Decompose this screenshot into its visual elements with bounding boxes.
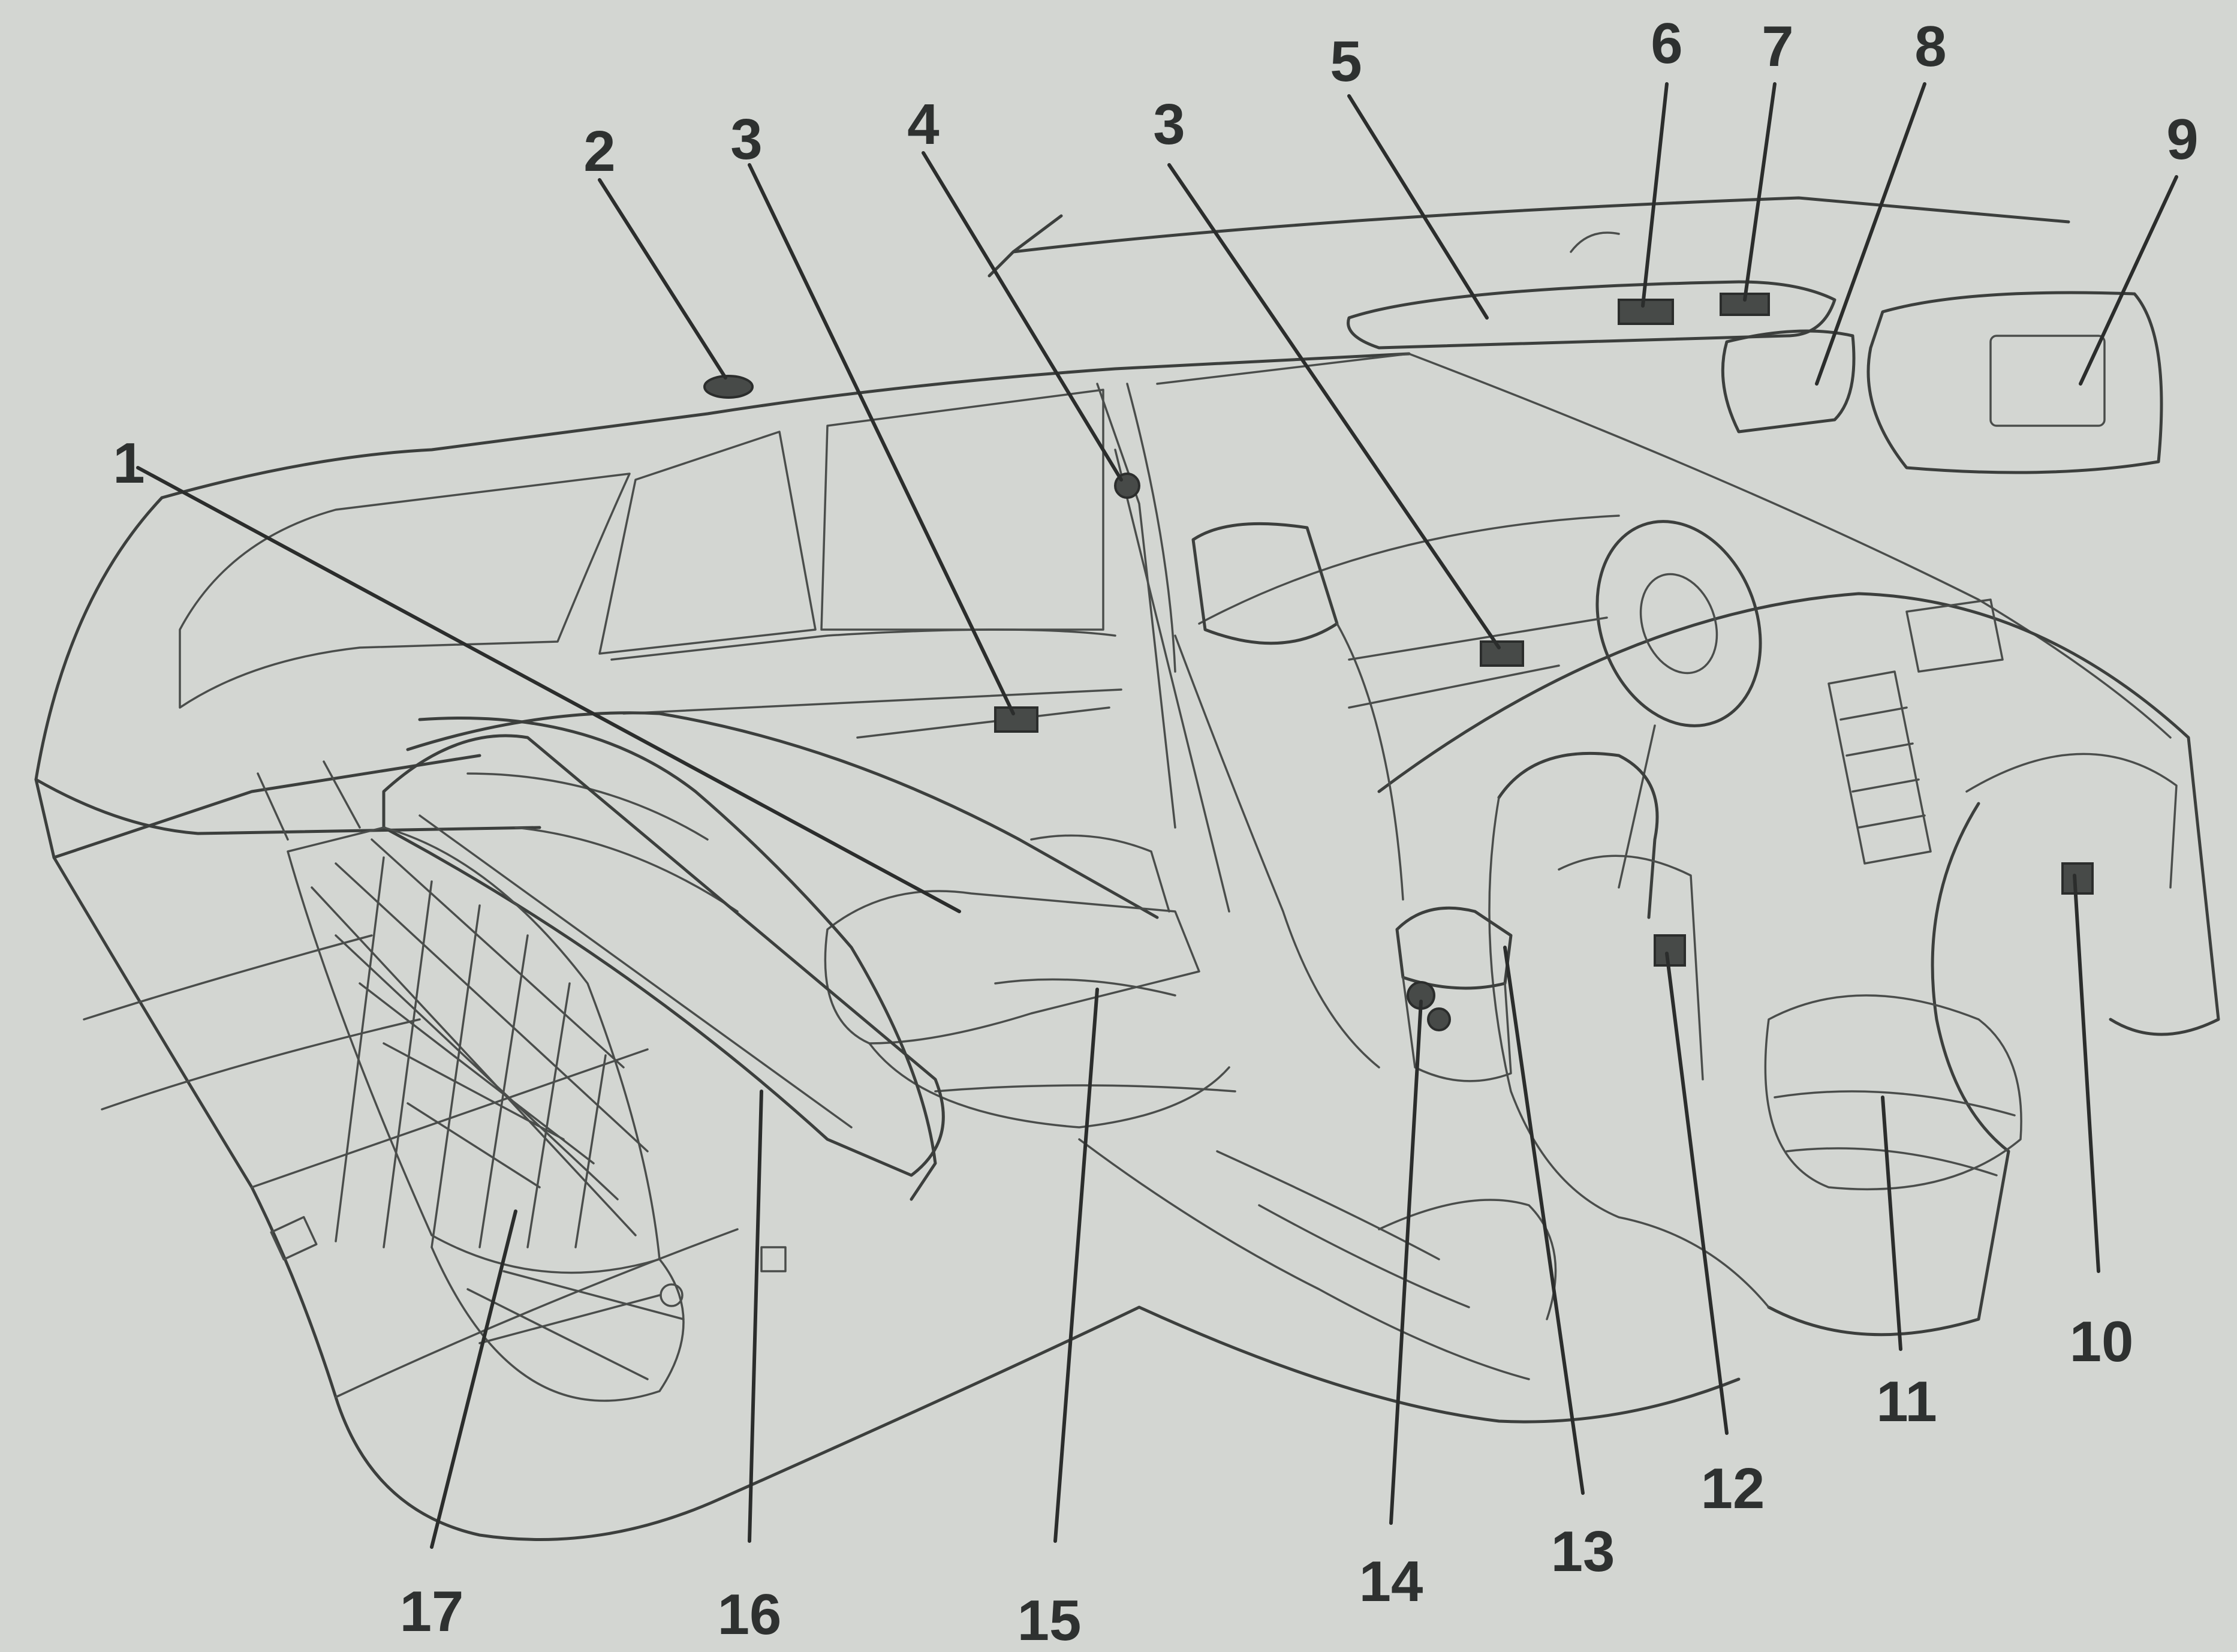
callout-14: 14 [1359, 1549, 1423, 1614]
callout-8: 8 [1914, 14, 1946, 79]
callout-1: 1 [113, 431, 144, 495]
callout-3-rear-door: 3 [730, 107, 762, 171]
callout-10: 10 [2070, 1310, 2134, 1374]
callout-12: 12 [1701, 1457, 1765, 1521]
callout-16: 16 [718, 1582, 782, 1647]
callout-7: 7 [1762, 14, 1793, 79]
callout-2: 2 [583, 119, 615, 183]
callout-5: 5 [1330, 29, 1362, 94]
callout-4: 4 [907, 92, 939, 157]
cargo-net-pattern [287, 826, 685, 1402]
callout-15: 15 [1017, 1588, 1082, 1652]
callout-13: 13 [1551, 1519, 1615, 1584]
leader-lines [136, 82, 2178, 1549]
callout-17: 17 [400, 1579, 464, 1644]
callout-6: 6 [1651, 11, 1682, 76]
callout-11: 11 [1876, 1370, 1937, 1434]
car-body-outline [34, 196, 2220, 1541]
callout-9: 9 [2166, 107, 2198, 171]
part-markers [703, 293, 2094, 1031]
callout-labels: 1 2 3 4 3 5 6 7 8 9 10 11 12 13 14 15 16… [113, 11, 2198, 1652]
callout-3-front-door: 3 [1153, 92, 1185, 157]
